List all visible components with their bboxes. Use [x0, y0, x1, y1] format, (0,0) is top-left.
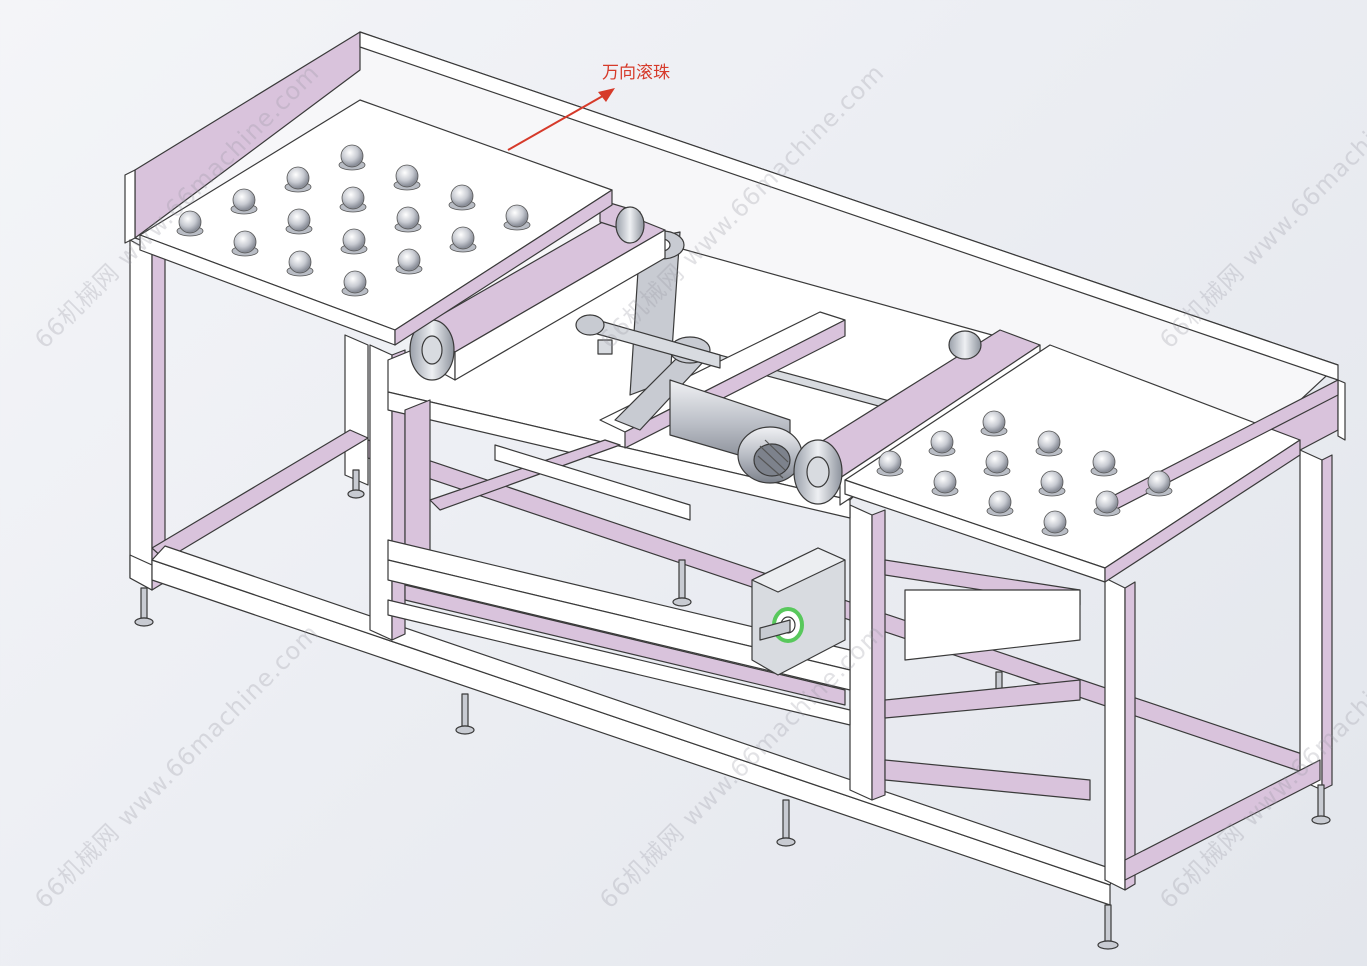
ball-transfer-unit — [395, 164, 419, 188]
annotation-arrow — [507, 88, 615, 151]
ball-transfer-unit — [1040, 470, 1064, 494]
annotation-label: 万向滚珠 — [602, 63, 670, 83]
left-ball-table — [139, 99, 613, 346]
ball-transfer-unit — [343, 270, 367, 294]
drive-motor — [669, 379, 803, 484]
ball-transfer-unit — [341, 186, 365, 210]
ball-transfer-unit — [878, 450, 902, 474]
ball-transfer-unit — [340, 144, 364, 168]
ball-transfer-unit — [397, 248, 421, 272]
ball-transfer-unit — [1043, 510, 1067, 534]
ball-transfer-unit — [178, 210, 202, 234]
ball-transfer-unit — [1092, 450, 1116, 474]
right-ball-table — [844, 344, 1339, 583]
ball-transfer-unit — [933, 470, 957, 494]
ball-transfer-unit — [342, 228, 366, 252]
ball-transfer-unit — [1095, 490, 1119, 514]
ball-transfer-unit — [988, 490, 1012, 514]
gear-motor — [751, 547, 846, 676]
ball-transfer-unit — [396, 206, 420, 230]
ball-transfer-unit — [985, 450, 1009, 474]
lift-arm — [575, 230, 721, 431]
ball-transfer-unit — [287, 208, 311, 232]
ball-transfer-unit — [233, 230, 257, 254]
ball-transfer-unit — [232, 188, 256, 212]
ball-transfer-unit — [286, 166, 310, 190]
ball-transfer-unit — [288, 250, 312, 274]
ball-transfer-units-left — [176, 144, 531, 297]
ball-transfer-unit — [930, 430, 954, 454]
ball-transfer-unit — [451, 226, 475, 250]
ball-transfer-unit — [1147, 470, 1171, 494]
ball-transfer-unit — [982, 410, 1006, 434]
ball-transfer-unit — [1037, 430, 1061, 454]
ball-transfer-unit — [505, 204, 529, 228]
left-belt-conveyor — [409, 199, 666, 381]
ball-transfer-unit — [450, 184, 474, 208]
ball-transfer-units-right — [876, 410, 1173, 537]
